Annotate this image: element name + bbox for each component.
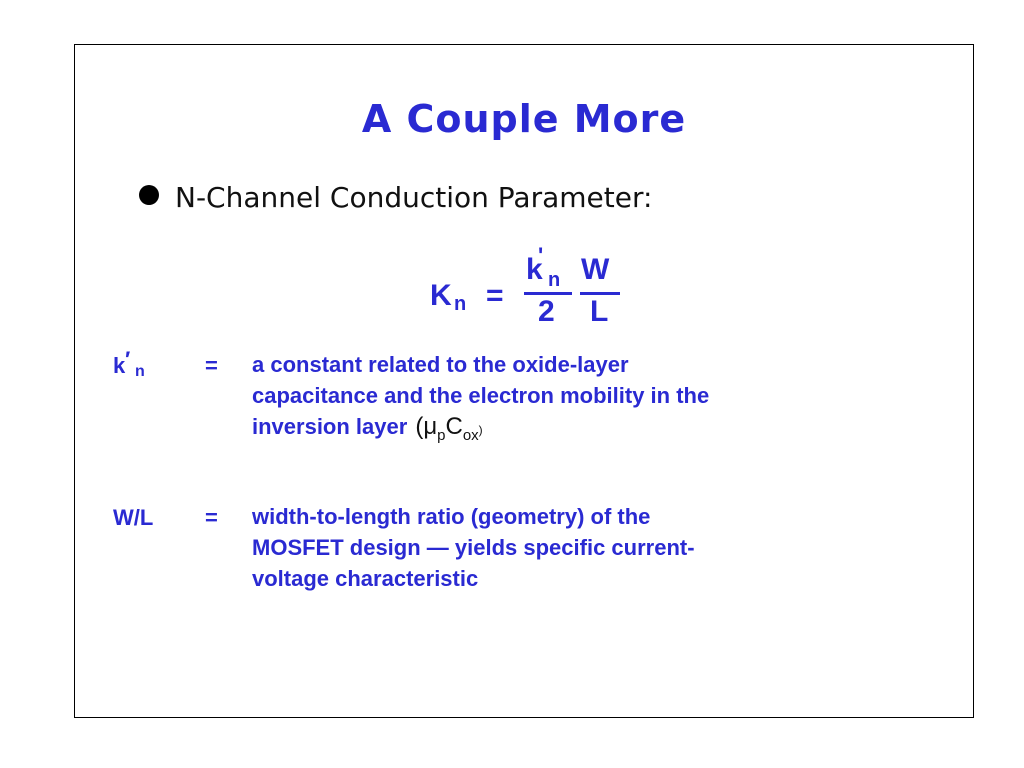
definition-term-subscript: n <box>135 363 145 380</box>
formula-lhs-subscript: n <box>454 293 467 315</box>
expr-c: C <box>445 413 463 440</box>
fraction1-numerator-prime: ' <box>538 243 544 268</box>
definition-line: width-to-length ratio (geometry) of the <box>252 504 651 529</box>
definition-equals: = <box>205 505 218 530</box>
expr-close-paren: ) <box>478 423 483 437</box>
definition-equals: = <box>205 353 218 378</box>
definition-line: a constant related to the oxide-layer <box>252 352 629 377</box>
definition-line: voltage characteristic <box>252 566 479 591</box>
definition-term-kn: k ′ n <box>113 347 145 380</box>
expr-open-paren: ( <box>415 413 424 440</box>
expr-mu-subscript: p <box>437 426 446 444</box>
slide: A Couple More N-Channel Conduction Param… <box>74 44 974 718</box>
definition-term-wl: W/L <box>113 505 154 530</box>
bullet-dot-icon <box>139 185 159 205</box>
bullet-text: N-Channel Conduction Parameter: <box>175 181 653 214</box>
mobility-capacitance-expression: (μpCox) <box>415 413 483 444</box>
fraction2-numerator: W <box>581 253 610 286</box>
definition-term-prime: ′ <box>125 347 131 372</box>
fraction1-numerator-subscript: n <box>548 269 561 291</box>
expr-mu: μ <box>423 413 438 440</box>
definition-line: capacitance and the electron mobility in… <box>252 383 710 408</box>
formula-lhs: K <box>430 279 452 312</box>
fraction1-bar <box>524 292 572 295</box>
bullet-item: N-Channel Conduction Parameter: <box>139 181 652 214</box>
fraction1-numerator: k ' n <box>526 243 560 291</box>
slide-title: A Couple More <box>361 97 687 141</box>
definition-line-text: inversion layer <box>252 414 408 439</box>
definition-line: inversion layer (μpCox) <box>252 411 892 451</box>
definition-term-base: k <box>113 353 126 378</box>
fraction1-numerator-base: k <box>526 253 543 286</box>
expr-c-subscript: ox <box>462 426 479 444</box>
fraction1-denominator: 2 <box>538 295 555 328</box>
definition-text-kn: a constant related to the oxide-layer ca… <box>252 349 892 451</box>
formula-equals: = <box>486 279 504 312</box>
fraction2-bar <box>580 292 620 295</box>
fraction2-denominator: L <box>590 295 609 328</box>
definition-line: MOSFET design — yields specific current- <box>252 535 695 560</box>
definition-text-wl: width-to-length ratio (geometry) of the … <box>252 501 892 594</box>
